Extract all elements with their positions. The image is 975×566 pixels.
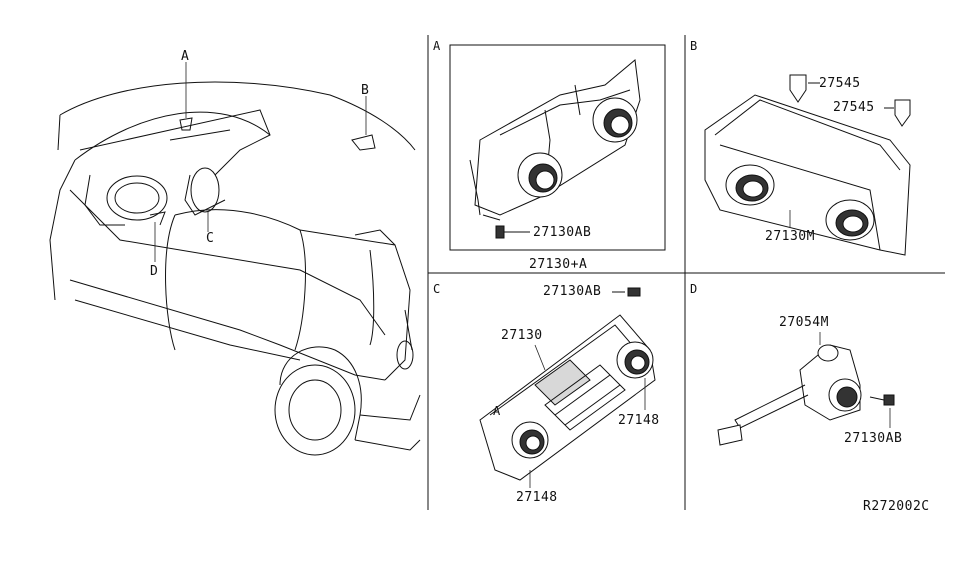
section-label-b: B	[690, 39, 698, 53]
panel-grid	[427, 35, 945, 510]
part-number-27130m: 27130M	[765, 229, 815, 244]
part-27130m-drawing	[704, 74, 911, 256]
part-27130-assembly-drawing	[469, 59, 641, 239]
part-number-27054m: 27054M	[779, 315, 829, 330]
part-number-27130ab-a: 27130AB	[533, 225, 592, 240]
part-number-27130: 27130	[501, 328, 543, 343]
section-label-d: D	[690, 282, 698, 296]
part-number-27148-left: 27148	[516, 490, 558, 505]
part-number-27130ab-d: 27130AB	[844, 431, 903, 446]
callout-d: D	[150, 264, 159, 279]
part-number-27130ab-c: 27130AB	[543, 284, 602, 299]
part-number-27545-2: 27545	[833, 100, 875, 115]
diagram-reference-code: R272002C	[863, 499, 930, 514]
vehicle-overview-illustration	[49, 62, 421, 456]
assembly-number: 27130+A	[529, 257, 588, 272]
section-label-c: C	[433, 282, 441, 296]
part-number-27148-right: 27148	[618, 413, 660, 428]
part-27130-control-panel-drawing	[479, 287, 656, 488]
section-label-a: A	[433, 39, 441, 53]
direction-marker-a: A	[493, 404, 501, 418]
part-number-27545-1: 27545	[819, 76, 861, 91]
callout-c: C	[206, 231, 215, 246]
part-27054m-drawing	[717, 332, 895, 446]
callout-a: A	[181, 49, 190, 64]
callout-b: B	[361, 83, 370, 98]
